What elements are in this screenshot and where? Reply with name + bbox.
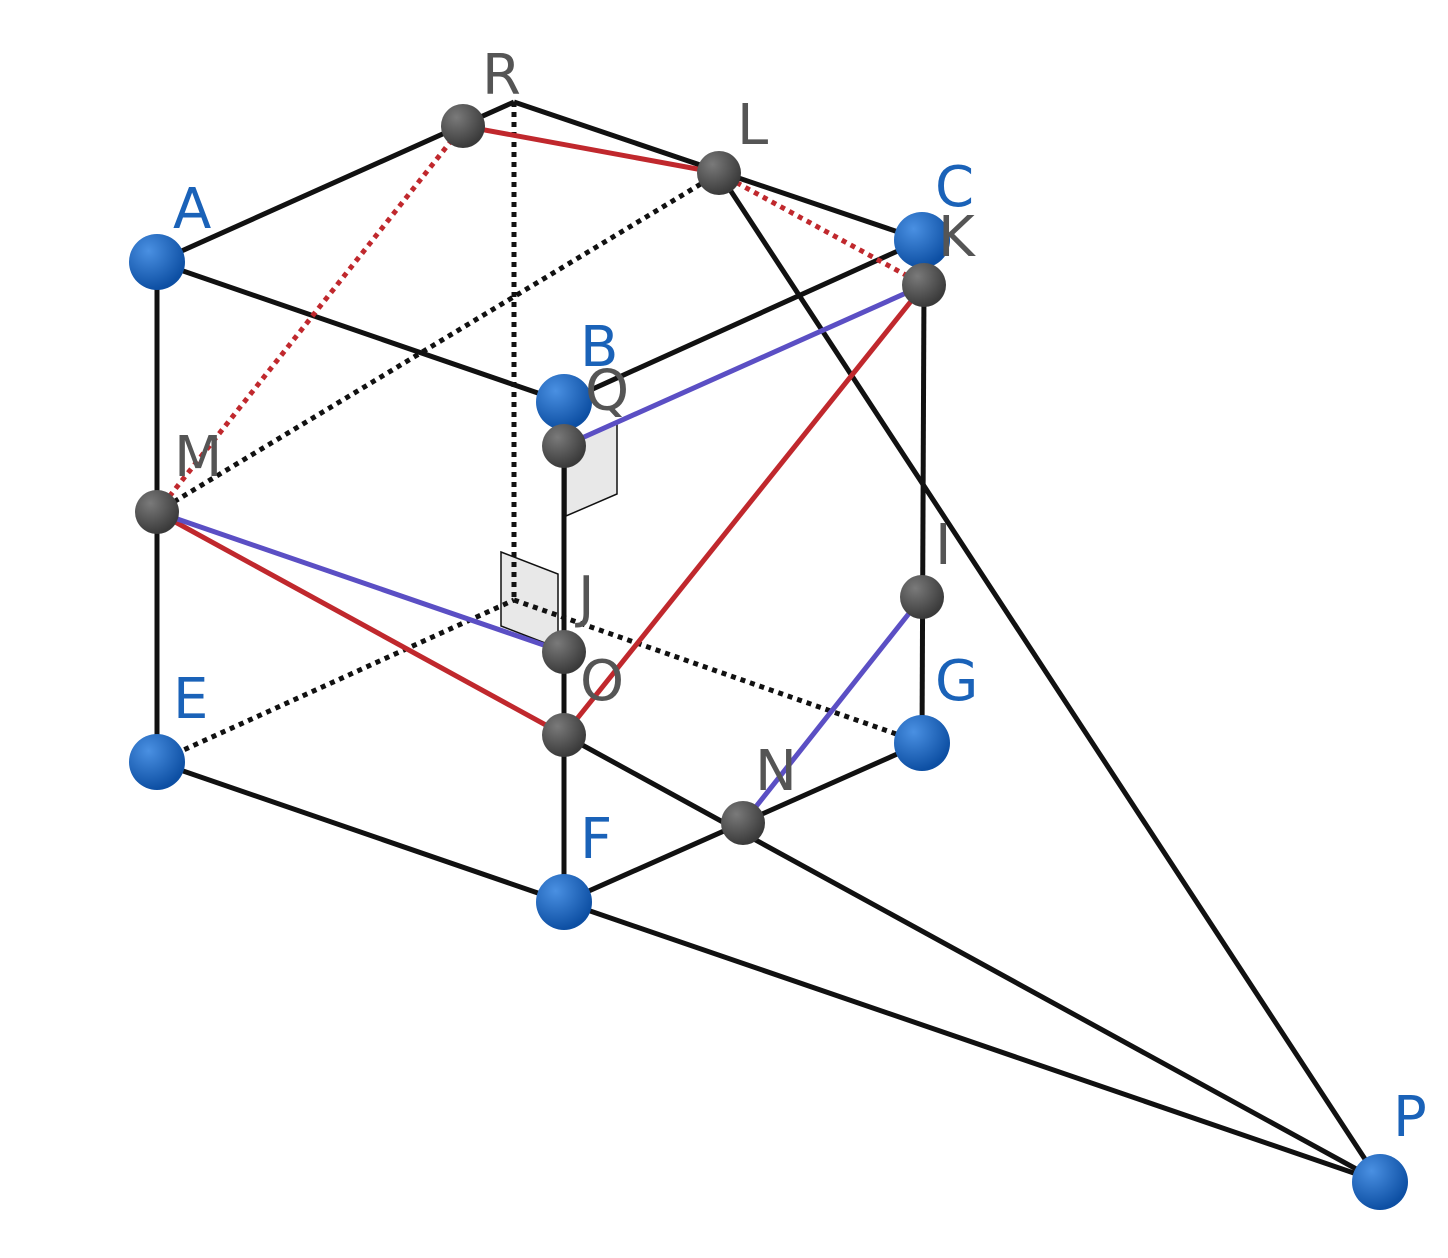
point-r[interactable]: [441, 104, 485, 148]
point-f[interactable]: [536, 874, 592, 930]
point-label-e: E: [173, 667, 208, 732]
segment-mr: [155, 124, 465, 514]
segment-ni: [741, 595, 924, 825]
point-i[interactable]: [900, 575, 944, 619]
segment-lp: [716, 171, 1383, 1184]
point-label-g: G: [935, 649, 978, 714]
point-label-b: B: [580, 315, 618, 380]
point-label-k: K: [938, 205, 976, 270]
segment-dg: [513, 597, 923, 746]
point-j[interactable]: [542, 630, 586, 674]
segment-mo: [155, 509, 566, 738]
point-label-p: P: [1393, 1085, 1427, 1150]
point-b[interactable]: [536, 374, 592, 430]
point-label-o: O: [580, 649, 624, 714]
point-label-c: C: [935, 155, 974, 220]
point-label-m: M: [174, 425, 222, 490]
point-p[interactable]: [1352, 1154, 1408, 1210]
segments-layer: [154, 99, 1383, 1185]
points-layer: [129, 104, 1408, 1210]
point-label-j: J: [575, 565, 595, 630]
segment-ef: [156, 759, 565, 905]
segment-op: [562, 732, 1382, 1185]
segment-qk: [562, 282, 926, 449]
point-label-r: R: [482, 43, 521, 108]
segment-ab: [156, 259, 565, 405]
point-g[interactable]: [894, 715, 950, 771]
point-l[interactable]: [697, 151, 741, 195]
segment-mj: [156, 509, 565, 655]
point-e[interactable]: [129, 734, 185, 790]
point-label-n: N: [755, 739, 797, 804]
segment-bc: [562, 237, 924, 405]
segment-ok: [562, 283, 926, 737]
segment-rl: [462, 123, 720, 176]
point-label-q: Q: [585, 359, 629, 424]
point-label-a: A: [173, 177, 211, 242]
point-label-l: L: [737, 93, 768, 158]
point-o[interactable]: [542, 713, 586, 757]
point-label-i: I: [935, 513, 952, 578]
point-c[interactable]: [894, 212, 950, 268]
point-q[interactable]: [542, 424, 586, 468]
segment-fp: [563, 899, 1381, 1185]
segment-kg: [919, 284, 927, 744]
segment-lk: [717, 170, 926, 288]
point-label-f: F: [580, 807, 612, 872]
point-n[interactable]: [721, 801, 765, 845]
point-a[interactable]: [129, 234, 185, 290]
point-m[interactable]: [135, 490, 179, 534]
point-k[interactable]: [902, 263, 946, 307]
